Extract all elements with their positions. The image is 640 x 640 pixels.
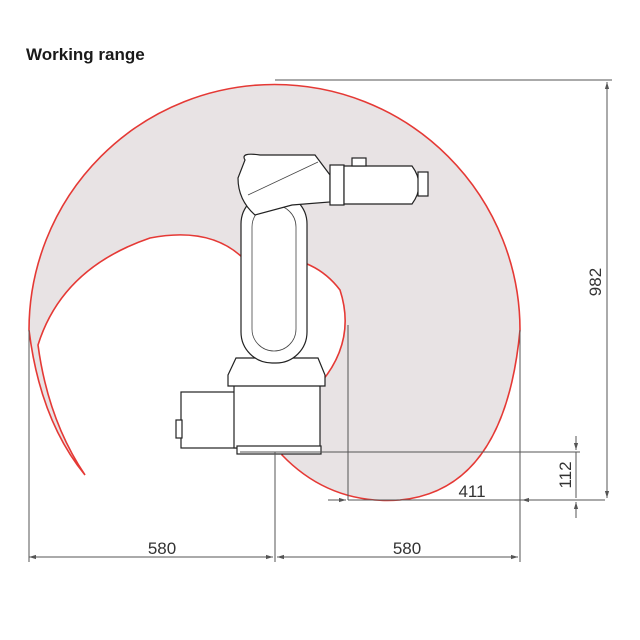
- motor-box: [180, 391, 242, 449]
- dim-height: 982: [586, 268, 605, 296]
- dim-right-reach: 580: [393, 539, 421, 558]
- robot-base: [233, 383, 321, 449]
- dimension-lines: [28, 79, 612, 562]
- dim-base-offset: 112: [556, 461, 575, 488]
- wrist-housing: [343, 165, 420, 205]
- diagram-title: Working range: [26, 45, 145, 64]
- robot-arm-drawing: [175, 153, 429, 455]
- dim-left-reach: 580: [148, 539, 176, 558]
- wrist: [329, 164, 345, 206]
- dim-inner-reach: 411: [458, 482, 485, 501]
- robot-shoulder: [227, 357, 326, 387]
- lower-arm: [240, 192, 308, 364]
